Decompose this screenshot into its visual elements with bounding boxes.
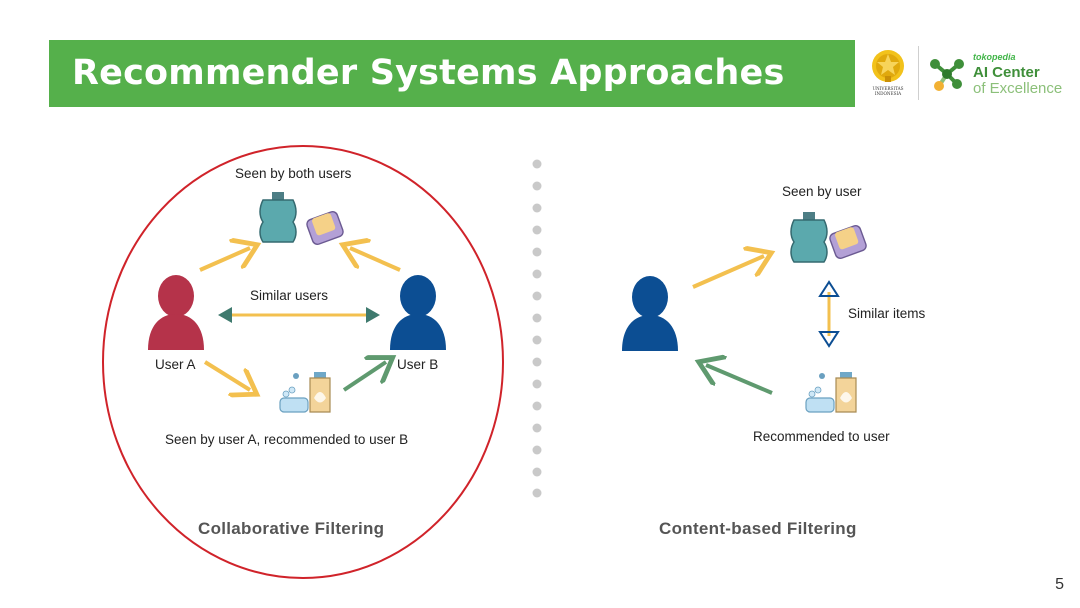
perfume-icon [790,211,828,263]
bath-products-icon [805,371,857,413]
user-a-icon [148,275,204,350]
arrow-recommended-to-user [706,365,773,395]
section-title-collaborative: Collaborative Filtering [198,519,385,538]
label-similar-items: Similar items [848,306,926,321]
label-similar-users: Similar users [250,288,329,303]
ai-network-icon [930,59,964,91]
user-b-icon [390,275,446,350]
aicoe-main: AI Center [973,64,1040,81]
perfume-icon [259,191,297,243]
university-seal-icon [872,50,904,82]
collaborative-highlight-ellipse [102,145,504,579]
university-caption: UNIVERSITAS INDONESIA [872,86,904,96]
label-recommended-to-user: Recommended to user [753,429,890,444]
page-title: Recommender Systems Approaches [72,53,785,93]
arrow-bath-items-to-user-b [342,362,386,392]
section-title-content-based: Content-based Filtering [659,519,857,538]
arrow-user-a-to-shared-items [199,248,250,272]
bath-products-icon [279,371,331,413]
label-seen-recommended: Seen by user A, recommended to user B [165,432,409,447]
arrow-user-to-seen-items [692,256,764,289]
label-user-a: User A [155,357,196,372]
label-seen-by-user: Seen by user [782,184,862,199]
title-bar: Recommender Systems Approaches [49,40,855,107]
label-seen-by-both: Seen by both users [235,166,352,181]
ai-center-logo: tokopedia AI Center of Excellence [927,52,1077,100]
similar-users-arrow [218,307,380,323]
label-user-b: User B [397,357,439,372]
column-divider [532,159,542,498]
page-number: 5 [1055,576,1064,593]
arrow-user-a-to-bath-items [203,360,250,390]
university-logo: UNIVERSITAS INDONESIA [866,46,910,100]
logo-divider [918,46,919,100]
aicoe-sub: of Excellence [973,80,1063,97]
soap-icon [827,223,869,261]
similar-items-arrow [818,280,840,348]
aicoe-brand: tokopedia [973,52,1016,62]
soap-icon [304,209,346,247]
user-icon [622,276,678,351]
arrow-user-b-to-shared-items [350,248,401,272]
